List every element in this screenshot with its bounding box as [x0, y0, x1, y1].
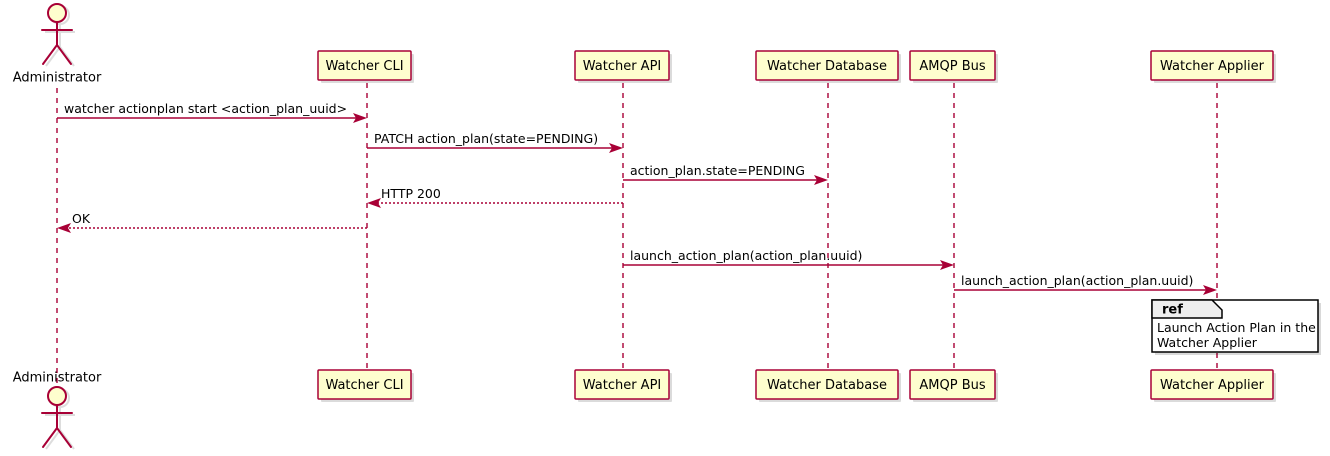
message-6-launch-action-plan-bus[interactable]: launch_action_plan(action_plan.uuid): [623, 248, 954, 270]
participant-rect: [909, 369, 996, 400]
participant-label-watcher-applier-bottom: Watcher Applier: [1160, 378, 1265, 393]
participant-label-watcher-cli-bottom: Watcher CLI: [325, 378, 403, 393]
participant-rect: [755, 369, 899, 400]
actor-head-icon-bottom: [47, 386, 67, 406]
participant-box-watcher-applier-bottom[interactable]: Watcher Applier: [1150, 369, 1276, 402]
participant-rect: [574, 369, 670, 400]
participant-box-watcher-database-top[interactable]: Watcher Database: [755, 50, 901, 83]
participant-label-amqp-bus-top: AMQP Bus: [919, 59, 985, 74]
actor-body-icon: [41, 21, 73, 65]
participant-label-watcher-applier-top: Watcher Applier: [1160, 59, 1265, 74]
participant-rect: [574, 50, 670, 81]
message-1-actionplan-start[interactable]: watcher actionplan start <action_plan_uu…: [57, 101, 367, 123]
participant-rect: [1150, 369, 1274, 400]
message-5-ok[interactable]: OK: [57, 211, 367, 233]
participant-box-watcher-api-top[interactable]: Watcher API: [574, 50, 672, 83]
participant-label-watcher-cli-top: Watcher CLI: [325, 59, 403, 74]
message-label-3: action_plan.state=PENDING: [630, 163, 805, 178]
ref-fragment[interactable]: ref Launch Action Plan in the Watcher Ap…: [1151, 299, 1321, 355]
arrowhead-left-icon: [57, 223, 71, 233]
participant-box-watcher-applier-top[interactable]: Watcher Applier: [1150, 50, 1276, 83]
arrowhead-right-icon: [940, 260, 954, 270]
participant-rect: [909, 50, 996, 81]
participant-label-watcher-database-bottom: Watcher Database: [767, 378, 887, 393]
participant-box-watcher-cli-top[interactable]: Watcher CLI: [317, 50, 414, 83]
participant-label-watcher-api-bottom: Watcher API: [583, 378, 662, 393]
ref-fragment-tab: [1151, 299, 1223, 319]
participant-rect: [755, 50, 899, 81]
actor-administrator-top[interactable]: Administrator: [13, 3, 102, 86]
participant-label-amqp-bus-bottom: AMQP Bus: [919, 378, 985, 393]
arrowhead-right-icon: [353, 113, 367, 123]
participant-box-watcher-database-bottom[interactable]: Watcher Database: [755, 369, 901, 402]
message-label-5: OK: [72, 211, 91, 226]
actor-label-administrator-top: Administrator: [13, 71, 102, 86]
ref-fragment-line-1: Launch Action Plan in the: [1157, 320, 1316, 335]
actor-head-icon: [47, 3, 67, 23]
participant-rect: [317, 50, 412, 81]
message-4-http-200[interactable]: HTTP 200: [367, 186, 623, 208]
message-label-1: watcher actionplan start <action_plan_uu…: [64, 101, 347, 116]
participant-label-watcher-api-top: Watcher API: [583, 59, 662, 74]
actor-body-icon-bottom: [41, 404, 73, 448]
participant-box-amqp-bus-bottom[interactable]: AMQP Bus: [909, 369, 998, 402]
message-label-6: launch_action_plan(action_plan.uuid): [630, 248, 862, 263]
message-2-patch-action-plan[interactable]: PATCH action_plan(state=PENDING): [367, 131, 623, 153]
message-3-action-plan-state-pending[interactable]: action_plan.state=PENDING: [623, 163, 828, 185]
participant-box-amqp-bus-top[interactable]: AMQP Bus: [909, 50, 998, 83]
participant-label-watcher-database-top: Watcher Database: [767, 59, 887, 74]
ref-fragment-line-2: Watcher Applier: [1157, 335, 1258, 350]
actor-label-administrator-bottom: Administrator: [13, 371, 102, 386]
participant-box-watcher-cli-bottom[interactable]: Watcher CLI: [317, 369, 414, 402]
message-label-7: launch_action_plan(action_plan.uuid): [961, 273, 1193, 288]
message-7-launch-action-plan-applier[interactable]: launch_action_plan(action_plan.uuid): [954, 273, 1217, 295]
message-label-2: PATCH action_plan(state=PENDING): [374, 131, 598, 146]
message-label-4: HTTP 200: [381, 186, 441, 201]
lifelines-group: [56, 83, 1218, 390]
actor-shadow: [45, 5, 75, 67]
participant-rect: [1150, 50, 1274, 81]
actor-administrator-bottom[interactable]: Administrator: [13, 371, 102, 450]
arrowhead-right-icon: [814, 175, 828, 185]
participant-rect: [317, 369, 412, 400]
arrowhead-right-icon: [1203, 285, 1217, 295]
ref-fragment-tab-label: ref: [1162, 303, 1183, 318]
arrowhead-left-icon: [367, 198, 381, 208]
participant-box-watcher-api-bottom[interactable]: Watcher API: [574, 369, 672, 402]
arrowhead-right-icon: [609, 143, 623, 153]
